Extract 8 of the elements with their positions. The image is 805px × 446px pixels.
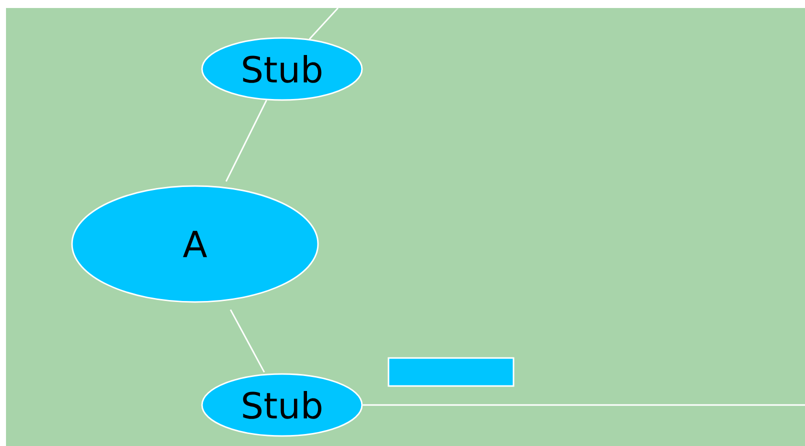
connector-line [362, 404, 805, 406]
connector-line [230, 309, 265, 373]
connector-line [308, 7, 339, 40]
ellipse-node: A [71, 185, 319, 303]
connector-line [225, 100, 268, 182]
empty-box [388, 357, 514, 387]
ellipse-node: Stub [201, 37, 363, 101]
ellipse-node: Stub [201, 373, 363, 437]
